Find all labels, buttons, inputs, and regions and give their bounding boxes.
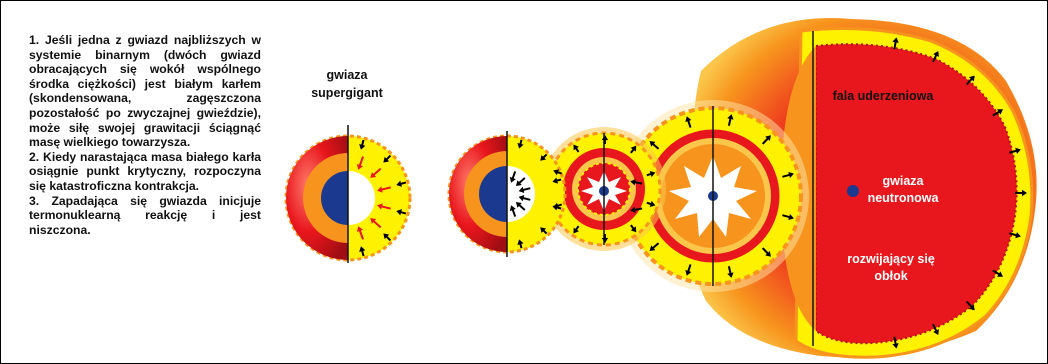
cloud-label-line1: rozwijający się xyxy=(847,252,935,266)
supergiant-label-line2: supergigant xyxy=(311,86,383,100)
supergiant-label-line1: gwiaza xyxy=(327,68,369,82)
neutron-label-line2: neutronowa xyxy=(868,191,940,205)
shock-wave-label: fala uderzeniowa xyxy=(833,89,935,103)
supergiant-star xyxy=(286,125,410,263)
cloud-label-line2: obłok xyxy=(874,269,907,283)
contracting-white-dwarf xyxy=(449,131,565,257)
neutron-label-line1: gwiaza xyxy=(883,174,925,188)
neutron-star-dot xyxy=(847,185,859,197)
